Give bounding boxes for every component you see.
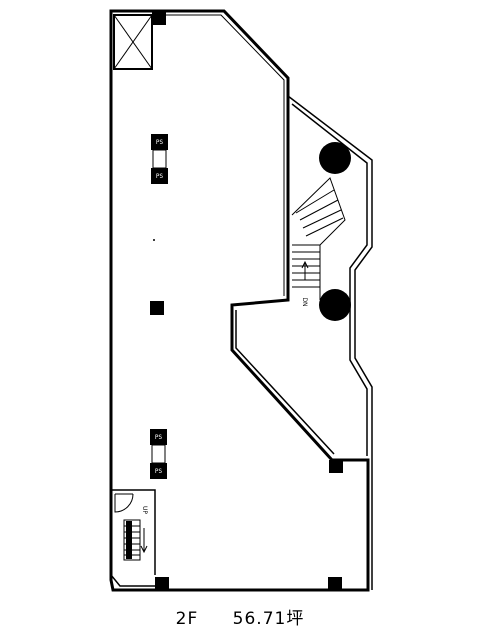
stair-dn-label: DN	[301, 297, 308, 306]
columns	[150, 12, 343, 590]
ps-upper: PS PS	[151, 134, 168, 184]
column-bottom-right	[328, 577, 342, 590]
ps-label-4: PS	[155, 468, 163, 475]
center-dot	[153, 239, 155, 241]
floor-area: 56.71坪	[232, 609, 305, 629]
column-right-mid	[329, 460, 343, 473]
round-column-upper	[319, 142, 351, 174]
round-column-lower	[319, 289, 351, 321]
ps-label-1: PS	[156, 139, 164, 146]
column-center	[150, 301, 164, 315]
stair-up-label: UP	[141, 506, 148, 514]
stair-tower-wall	[231, 95, 373, 590]
ps-label-3: PS	[155, 434, 163, 441]
stair-up-treads-fill	[126, 521, 132, 559]
column-bottom-left	[155, 577, 169, 590]
ps-label-2: PS	[156, 173, 164, 180]
stair-dn	[291, 177, 346, 300]
left-stair-wall	[110, 489, 156, 587]
elevator-shaft	[113, 14, 153, 70]
ps-lower: PS PS	[150, 429, 167, 479]
column-top	[152, 12, 166, 25]
floor-caption: 2F 56.71坪	[0, 604, 480, 629]
round-columns	[319, 142, 351, 321]
floor-label: 2F	[175, 609, 199, 629]
